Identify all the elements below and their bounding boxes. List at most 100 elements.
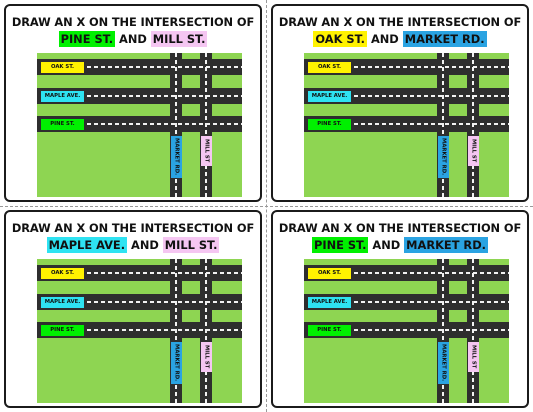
grass-block: [449, 338, 467, 403]
grass-block: [479, 281, 509, 294]
grass-block: [449, 132, 467, 197]
mill-st-sign: MILL ST: [201, 342, 212, 372]
road-center-line: [472, 53, 474, 197]
street-map: OAK ST. MAPLE AVE. PINE ST. MARKET RD. MILL …: [304, 259, 509, 403]
grass-block: [479, 75, 509, 88]
road-center-line: [87, 123, 242, 125]
market-rd-sign-text: MARKET RD.: [173, 344, 180, 382]
grass-block: [304, 104, 437, 116]
street-a-highlight: PINE ST.: [58, 31, 116, 47]
grass-block: [479, 310, 509, 322]
grass-block: [212, 259, 242, 265]
road-center-line: [354, 272, 509, 274]
grass-block: [212, 338, 242, 403]
oak-st-sign: OAK ST.: [308, 268, 351, 279]
street-a-highlight: MAPLE AVE.: [46, 237, 128, 253]
grass-block: [37, 104, 170, 116]
oak-st-sign: OAK ST.: [308, 62, 351, 73]
pine-st-sign: PINE ST.: [308, 325, 351, 336]
road-center-line: [354, 301, 509, 303]
grass-block: [449, 104, 467, 116]
maple-ave-sign: MAPLE AVE.: [41, 91, 84, 102]
grass-block: [37, 53, 170, 59]
grass-block: [479, 104, 509, 116]
grass-block: [304, 259, 437, 265]
worksheet-card: DRAW AN X ON THE INTERSECTION OF PINE ST.…: [4, 4, 262, 202]
cut-line-horizontal: [0, 206, 533, 207]
grass-block: [212, 310, 242, 322]
grass-block: [479, 53, 509, 59]
pine-st-sign: PINE ST.: [41, 119, 84, 130]
worksheet-card: DRAW AN X ON THE INTERSECTION OF OAK ST. …: [271, 4, 529, 202]
road-center-line: [205, 53, 207, 197]
market-rd-sign-text: MARKET RD.: [173, 138, 180, 176]
grass-block: [37, 259, 170, 265]
card-instruction-streets: OAK ST. AND MARKET RD.: [273, 31, 527, 47]
card-title: DRAW AN X ON THE INTERSECTION OF: [11, 15, 255, 29]
mill-st-sign-text: MILL ST: [470, 345, 477, 369]
grass-block: [37, 75, 170, 88]
street-map: OAK ST.MAPLE AVE.PINE ST.MARKET RD.MILL …: [37, 259, 242, 403]
maple-ave-sign: MAPLE AVE.: [308, 297, 351, 308]
road-center-line: [354, 95, 509, 97]
grass-block: [182, 281, 200, 294]
worksheet-card: DRAW AN X ON THE INTERSECTION OF PINE ST.…: [271, 210, 529, 408]
pine-st-sign: PINE ST.: [308, 119, 351, 130]
market-rd-sign: MARKET RD.: [438, 342, 449, 384]
grass-block: [37, 338, 170, 403]
road-center-line: [354, 123, 509, 125]
grass-block: [37, 310, 170, 322]
grass-block: [304, 132, 437, 197]
grass-block: [449, 75, 467, 88]
street-b-highlight: MARKET RD.: [402, 31, 487, 47]
grass-block: [479, 132, 509, 197]
mill-st-sign-text: MILL ST: [203, 139, 210, 163]
mill-st-sign: MILL ST: [468, 136, 479, 166]
road-center-line: [354, 329, 509, 331]
mill-st-sign: MILL ST: [468, 342, 479, 372]
grass-block: [304, 53, 437, 59]
road-center-line: [472, 259, 474, 403]
road-center-line: [175, 259, 177, 403]
street-map: OAK ST. MAPLE AVE. PINE ST. MARKET RD. MILL …: [304, 53, 509, 197]
road-center-line: [87, 66, 242, 68]
road-center-line: [87, 95, 242, 97]
road-center-line: [87, 272, 242, 274]
grass-block: [182, 259, 200, 265]
grass-block: [212, 132, 242, 197]
grass-block: [212, 104, 242, 116]
maple-ave-sign: MAPLE AVE.: [308, 91, 351, 102]
market-rd-sign-text: MARKET RD.: [440, 138, 447, 176]
road-center-line: [87, 301, 242, 303]
card-instruction-streets: PINE ST. AND MILL ST.: [6, 31, 260, 47]
connector-text: AND: [372, 238, 401, 252]
pine-st-sign: PINE ST.: [41, 325, 84, 336]
oak-st-sign: OAK ST.: [41, 62, 84, 73]
grass-block: [212, 53, 242, 59]
grass-block: [212, 75, 242, 88]
grass-block: [304, 281, 437, 294]
grass-block: [182, 338, 200, 403]
market-rd-sign: MARKET RD.: [438, 136, 449, 178]
grass-block: [449, 310, 467, 322]
mill-st-sign-text: MILL ST: [470, 139, 477, 163]
grass-block: [37, 132, 170, 197]
market-rd-sign: MARKET RD.: [171, 342, 182, 384]
street-a-highlight: PINE ST.: [311, 237, 369, 253]
grass-block: [182, 104, 200, 116]
grass-block: [449, 281, 467, 294]
card-instruction-streets: MAPLE AVE. AND MILL ST.: [6, 237, 260, 253]
street-map: OAK ST. MAPLE AVE. PINE ST. MARKET RD. MILL …: [37, 53, 242, 197]
grass-block: [449, 53, 467, 59]
card-title: DRAW AN X ON THE INTERSECTION OF: [278, 15, 522, 29]
grass-block: [182, 132, 200, 197]
grass-block: [479, 259, 509, 265]
card-title: DRAW AN X ON THE INTERSECTION OF: [278, 221, 522, 235]
grass-block: [304, 310, 437, 322]
market-rd-sign-text: MARKET RD.: [440, 344, 447, 382]
connector-text: AND: [119, 32, 147, 46]
grass-block: [37, 281, 170, 294]
connector-text: AND: [370, 32, 399, 46]
street-b-highlight: MILL ST.: [162, 237, 220, 253]
